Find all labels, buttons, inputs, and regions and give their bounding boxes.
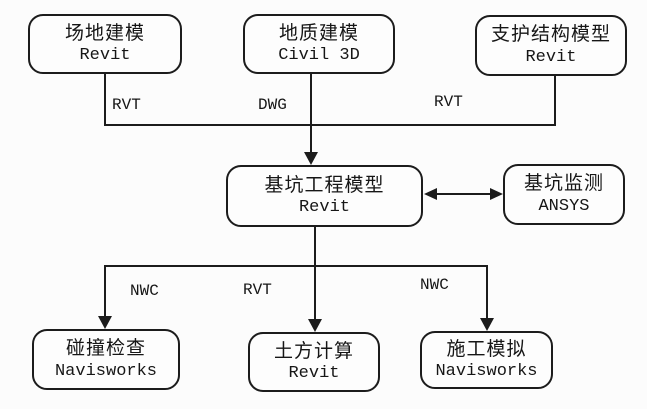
node-pit-engineering-model: 基坑工程模型 Revit [226, 165, 423, 227]
node-site-modeling: 场地建模 Revit [28, 14, 182, 74]
node-support-structure-model: 支护结构模型 Revit [475, 15, 627, 76]
edge-label-earthwork-rvt: RVT [243, 281, 272, 299]
node-geology-title: 地质建模 [278, 22, 359, 44]
connector-bottom-bus [104, 265, 488, 267]
connector-simulation-drop [486, 266, 488, 318]
arrowhead-to-pit-icon [424, 188, 437, 200]
node-site-title: 场地建模 [64, 22, 145, 44]
node-pit-software: Revit [298, 198, 350, 218]
node-earthwork-title: 土方计算 [273, 340, 354, 362]
connector-support-drop [554, 76, 556, 126]
node-pit-monitoring: 基坑监测 ANSYS [503, 164, 625, 225]
arrowhead-into-earthwork-icon [308, 319, 322, 332]
node-clash-detection: 碰撞检查 Navisworks [32, 329, 180, 390]
arrowhead-into-clash-icon [98, 316, 112, 329]
node-site-software: Revit [79, 46, 131, 66]
arrowhead-into-pit-icon [304, 152, 318, 165]
node-clash-software: Navisworks [54, 361, 158, 381]
node-simulation-title: 施工模拟 [446, 338, 527, 360]
connector-site-drop [104, 74, 106, 126]
connector-geology-drop [310, 74, 312, 153]
node-support-title: 支护结构模型 [490, 24, 611, 45]
arrowhead-into-simulation-icon [480, 318, 494, 331]
node-earthwork-software: Revit [288, 364, 340, 384]
edge-label-support-rvt: RVT [434, 93, 463, 111]
connector-pit-drop [314, 227, 316, 320]
node-support-software: Revit [525, 47, 577, 67]
edge-label-site-rvt: RVT [112, 96, 141, 114]
node-monitoring-software: ANSYS [538, 196, 590, 216]
edge-label-clash-nwc: NWC [130, 282, 159, 300]
connector-top-bus [104, 124, 556, 126]
node-construction-simulation: 施工模拟 Navisworks [420, 331, 553, 389]
edge-label-geology-dwg: DWG [258, 96, 287, 114]
node-clash-title: 碰撞检查 [65, 338, 146, 359]
node-simulation-software: Navisworks [435, 362, 538, 382]
node-pit-title: 基坑工程模型 [264, 174, 385, 196]
node-earthwork-calculation: 土方计算 Revit [248, 332, 380, 392]
arrowhead-to-monitoring-icon [490, 188, 503, 200]
node-geology-software: Civil 3D [278, 46, 360, 66]
node-geology-modeling: 地质建模 Civil 3D [243, 14, 395, 74]
node-monitoring-title: 基坑监测 [523, 173, 604, 194]
edge-label-simulation-nwc: NWC [420, 276, 449, 294]
connector-clash-drop [104, 266, 106, 317]
connector-pit-monitoring [434, 193, 492, 195]
